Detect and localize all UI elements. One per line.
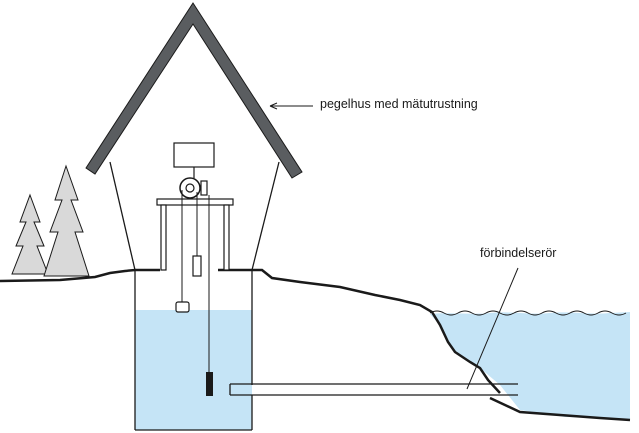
pulley-bracket (200, 180, 208, 196)
ground-right (252, 268, 501, 394)
float (175, 301, 190, 313)
roof (85, 2, 303, 179)
house-wall-left (109, 161, 136, 271)
table-leg-right (223, 204, 230, 271)
well-water (135, 310, 252, 430)
lake-surface-line (429, 310, 627, 316)
ground-left (0, 268, 136, 283)
tree-small (11, 193, 49, 275)
lake-bottom (489, 396, 631, 422)
pipe-label-leader (466, 267, 519, 390)
recorder-box (173, 142, 215, 168)
house-wall-right (251, 161, 280, 271)
instrument-table-top (156, 198, 234, 206)
pulley-hub (185, 183, 195, 193)
pipe-label: förbindelserör (480, 246, 557, 260)
lake-water (430, 312, 630, 420)
tree-large (43, 164, 90, 277)
counterweight (192, 255, 202, 277)
table-leg-left (160, 204, 167, 271)
house-label-arrowhead (269, 102, 278, 110)
house-label: pegelhus med mätutrustning (320, 97, 478, 111)
pressure-sensor (206, 372, 213, 396)
